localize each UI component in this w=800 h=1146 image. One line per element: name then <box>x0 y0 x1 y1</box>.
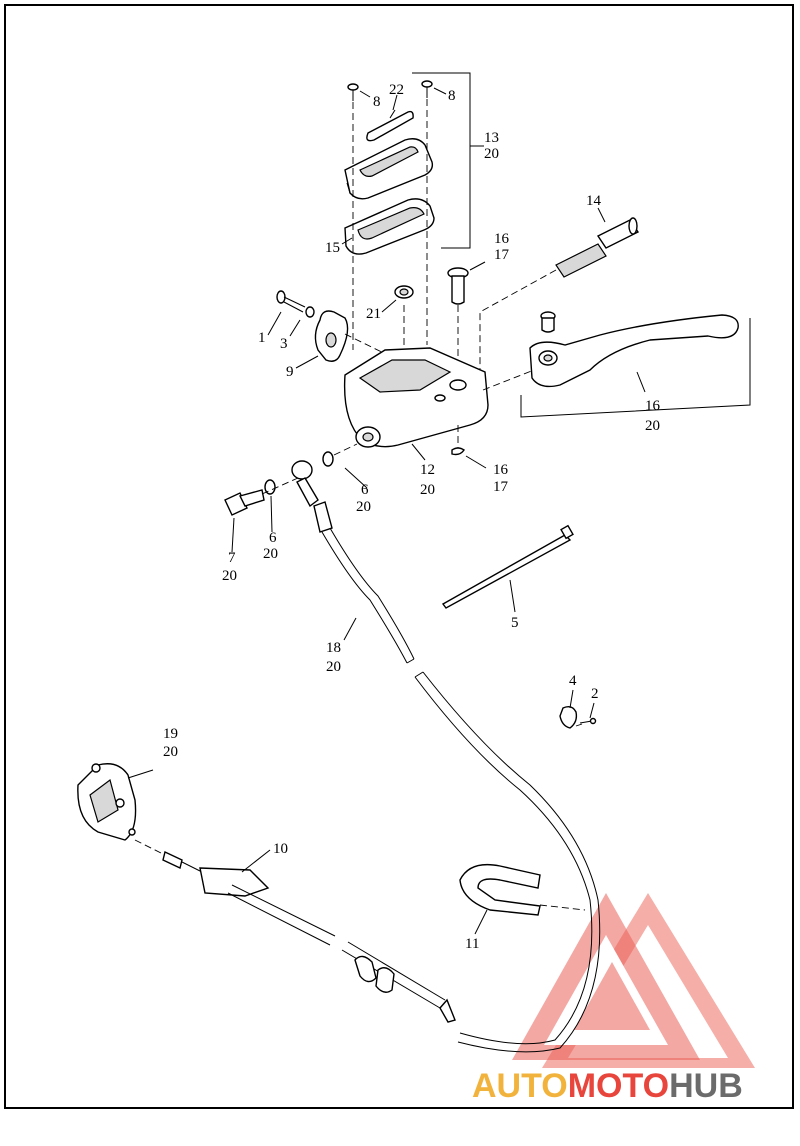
part-11-retainer <box>459 863 541 916</box>
screw-8a <box>347 83 359 101</box>
watermark-moto: MOTO <box>568 1067 669 1105</box>
label-6b-20: 20 <box>263 546 278 562</box>
label-6a-20: 20 <box>356 499 371 515</box>
part-16-lever <box>529 314 739 388</box>
bracket-13 <box>412 72 471 249</box>
screw-8b <box>421 80 433 98</box>
label-6b: 6 <box>269 530 277 546</box>
label-14: 14 <box>586 193 602 209</box>
part-5-cable-tie <box>441 524 574 609</box>
label-22: 22 <box>389 82 404 98</box>
label-5: 5 <box>511 615 519 631</box>
label-19: 19 <box>163 726 178 742</box>
part-18-hose <box>291 460 601 1053</box>
label-13: 13 <box>484 130 499 146</box>
part-21-plug <box>394 285 414 299</box>
label-19-20: 20 <box>163 744 178 760</box>
watermark-hub: HUB <box>669 1067 743 1105</box>
label-12-20: 20 <box>420 482 435 498</box>
part-13-cover <box>344 138 434 200</box>
part-12-master-cylinder <box>343 347 489 448</box>
leader-lines <box>127 87 646 935</box>
part-2-screw <box>579 717 597 725</box>
part-16-pivot-pin <box>447 267 469 305</box>
part-4-clip <box>559 705 578 729</box>
label-11: 11 <box>465 936 479 952</box>
label-10: 10 <box>273 841 288 857</box>
part-14-piston <box>555 217 640 278</box>
label-17a: 17 <box>494 247 510 263</box>
part-19-cover <box>77 763 137 841</box>
label-16b-20: 20 <box>645 418 660 434</box>
label-12: 12 <box>420 462 435 478</box>
watermark-text: AUTOMOTOHUB <box>470 1067 792 1105</box>
label-16b: 16 <box>645 398 661 414</box>
part-7-banjo-bolt <box>224 489 265 516</box>
watermark-auto: AUTO <box>472 1067 568 1105</box>
frame-border <box>4 4 794 1109</box>
lever-bushing <box>540 311 556 333</box>
part-10-cable <box>162 851 456 1023</box>
label-13-20: 20 <box>484 146 499 162</box>
part-15-gasket <box>344 198 435 255</box>
label-7: 7 <box>228 550 236 566</box>
label-21: 21 <box>366 306 381 322</box>
part-6-washer-a <box>264 479 276 495</box>
part-1-screw <box>276 290 306 313</box>
part-22-strip <box>366 110 414 142</box>
label-8a: 8 <box>373 94 381 110</box>
part-3-washer <box>305 306 315 318</box>
label-18: 18 <box>326 640 341 656</box>
part-9-clamp <box>314 310 349 362</box>
callout-labels: 8 22 8 13 20 14 15 16 17 21 1 3 9 16 20 … <box>163 82 661 952</box>
part-16-clip <box>451 447 465 456</box>
label-8b: 8 <box>448 88 456 104</box>
label-16c: 16 <box>493 462 509 478</box>
bracket-16 <box>520 318 751 418</box>
part-6-washer-b <box>322 451 334 467</box>
watermark-logo <box>512 893 755 1068</box>
label-7-20: 20 <box>222 568 237 584</box>
label-16a: 16 <box>494 231 510 247</box>
svg-text:AUTOMOTOHUB: AUTOMOTOHUB <box>472 1067 743 1105</box>
label-2: 2 <box>591 686 599 702</box>
label-4: 4 <box>569 673 577 689</box>
label-9: 9 <box>286 364 294 380</box>
label-18-20: 20 <box>326 659 341 675</box>
label-6a: 6 <box>361 482 369 498</box>
label-1: 1 <box>258 330 266 346</box>
label-3: 3 <box>280 336 288 352</box>
label-17c: 17 <box>493 479 509 495</box>
label-15: 15 <box>325 240 340 256</box>
